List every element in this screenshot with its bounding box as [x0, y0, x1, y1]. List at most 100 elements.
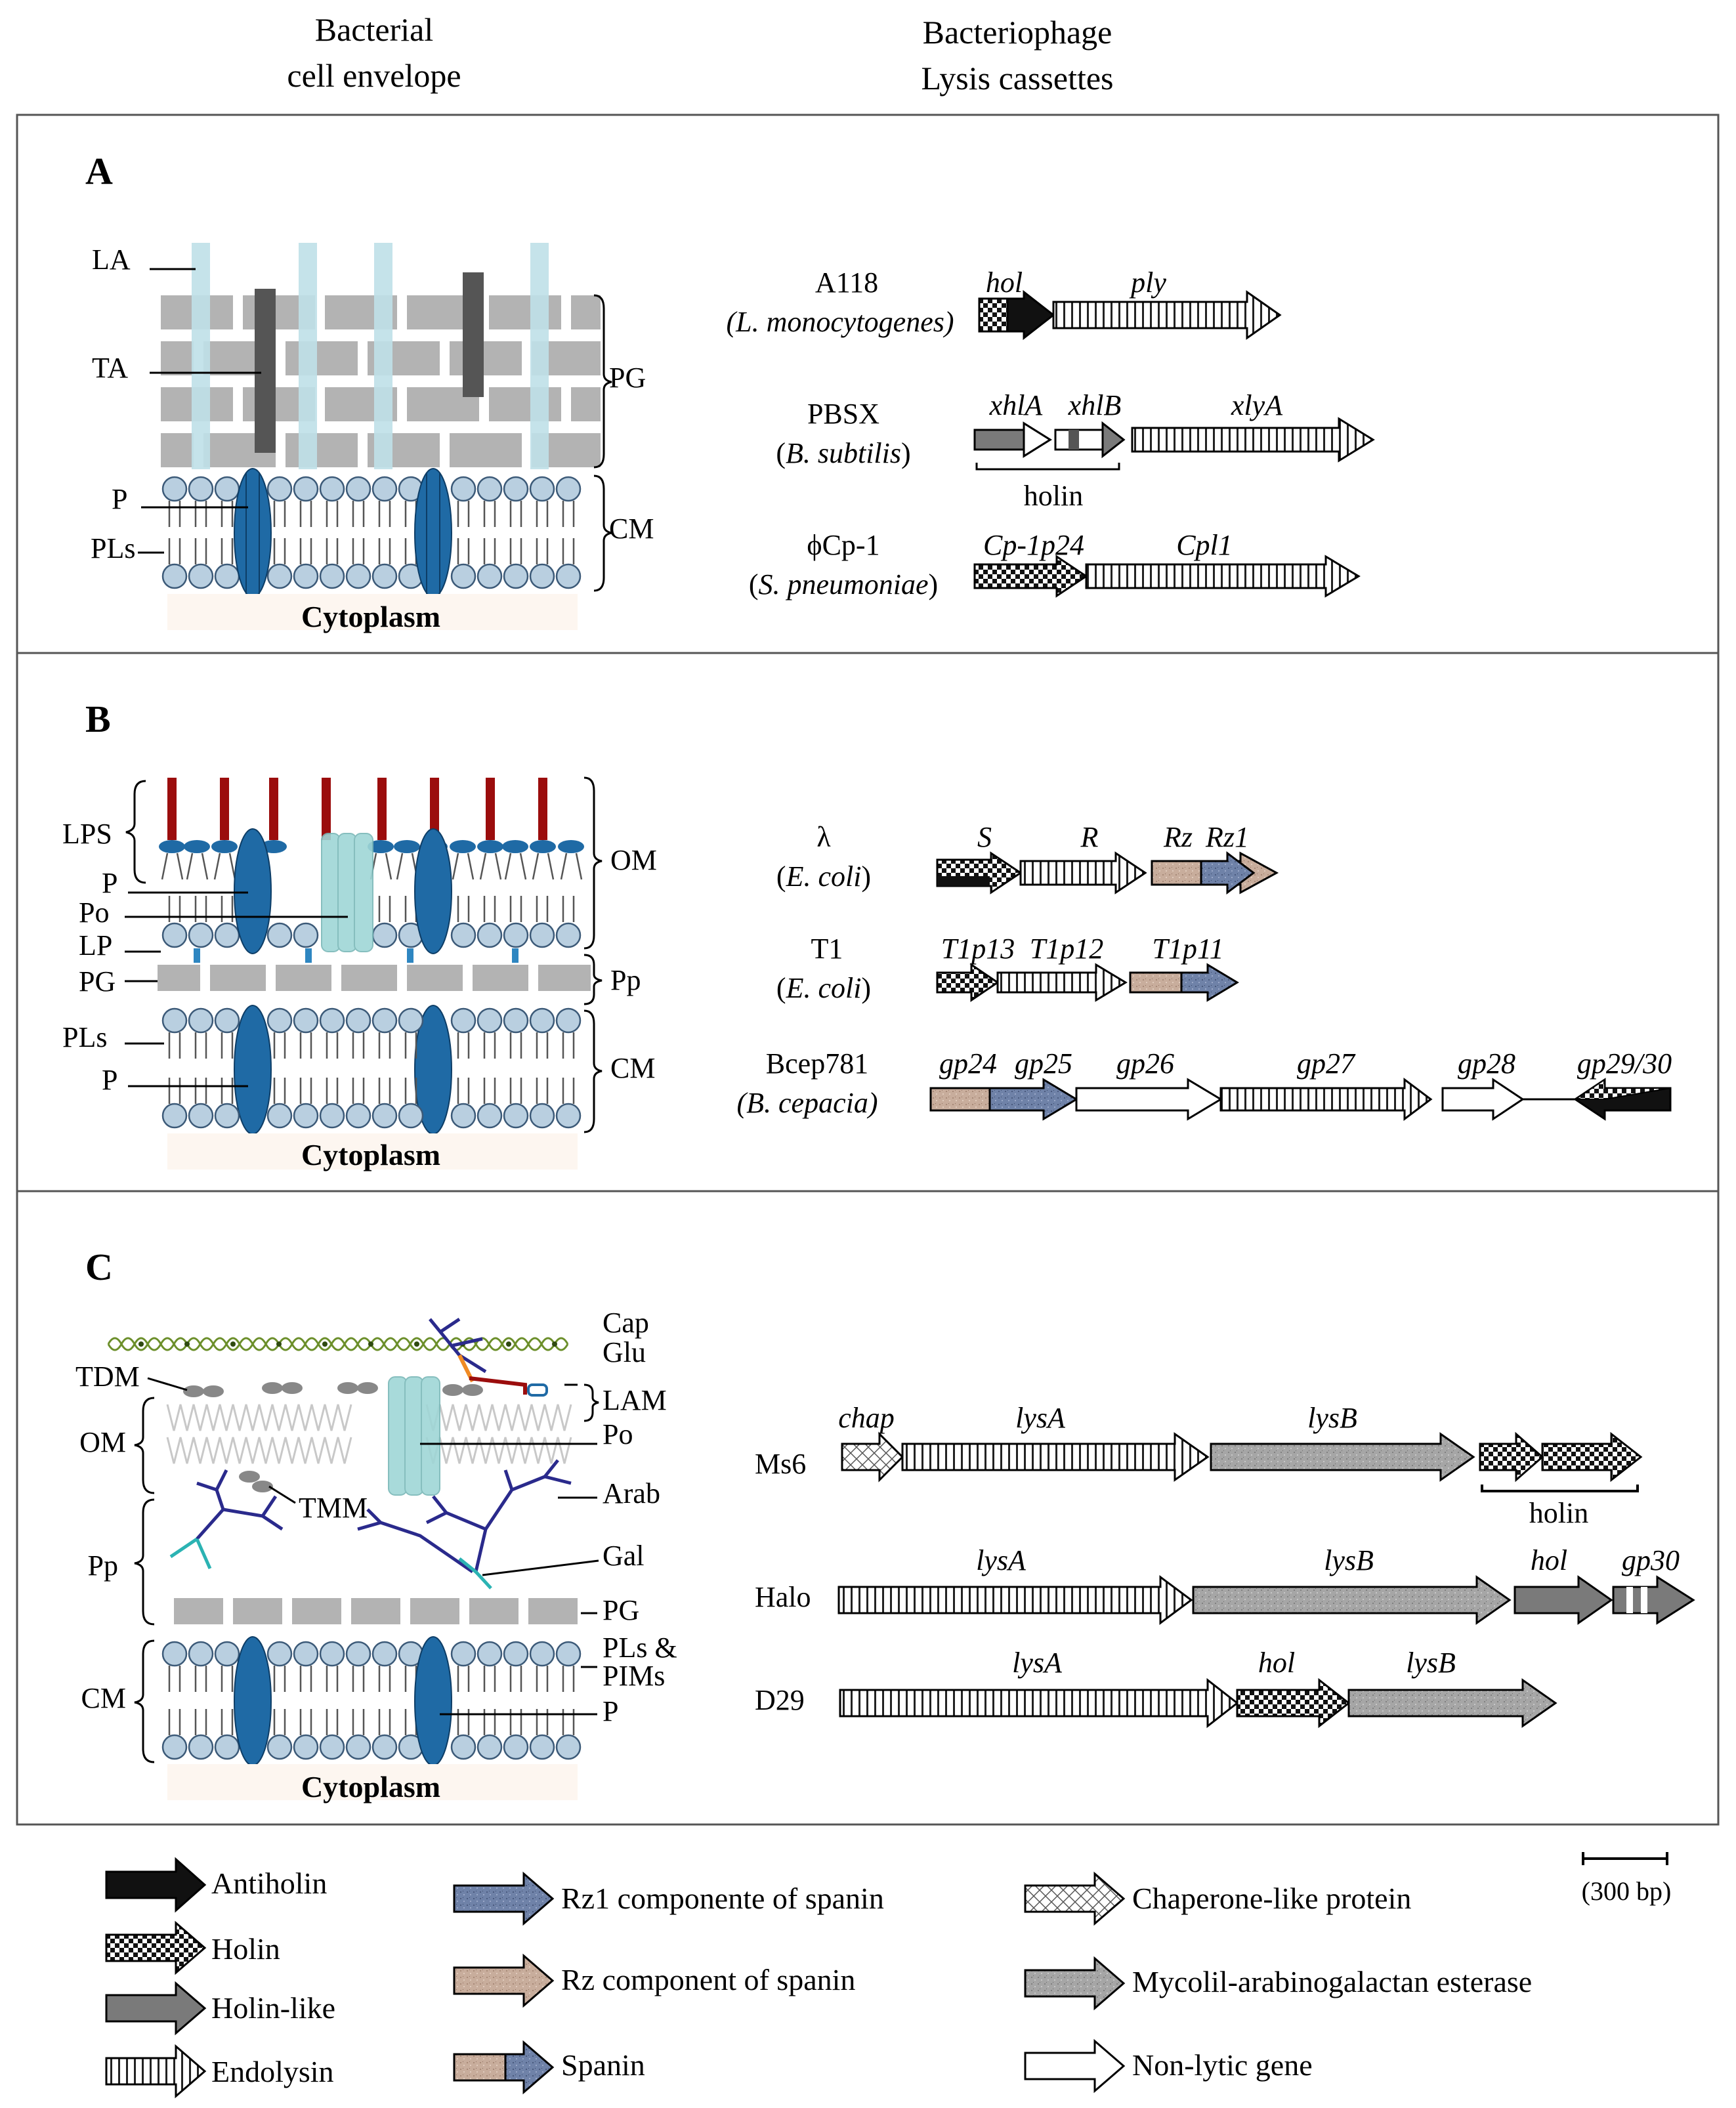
legend-label-rz1: Rz1 componente of spanin	[561, 1882, 884, 1915]
label-pls-pims-2: PIMs	[603, 1660, 665, 1692]
panel-c-cell-envelope: Cytoplasm Cap Glu TDM LAM OM Po TMM Arab…	[75, 1307, 677, 1803]
gene-label-xhlb: xhlB	[1068, 389, 1122, 421]
label-glu: Glu	[603, 1336, 646, 1368]
legend-label-holin-like: Holin-like	[211, 1991, 335, 2025]
header-right-line1: Bacteriophage	[923, 14, 1112, 51]
gene-a118-ply	[1052, 290, 1282, 340]
gene-label-gp30: gp30	[1622, 1544, 1680, 1576]
legend-swatch-rz1	[453, 1871, 555, 1926]
phage-a118-host: (L. monocytogenes)	[726, 306, 954, 338]
legend-label-holin: Holin	[211, 1932, 280, 1966]
label-pp-b: Pp	[610, 964, 641, 996]
gene-d29-lysb	[1347, 1678, 1557, 1728]
panel-a-cytoplasm-band	[167, 594, 578, 630]
phage-cp1-host: (S. pneumoniae)	[749, 568, 938, 601]
phage-d29-name: D29	[755, 1684, 805, 1716]
label-lps: LPS	[62, 818, 112, 850]
phage-bcep781-name: Bcep781	[766, 1047, 868, 1080]
gene-halo-hol	[1514, 1575, 1613, 1625]
legend-label-esterase: Mycolil-arabinogalactan esterase	[1132, 1965, 1532, 1998]
label-tdm: TDM	[75, 1360, 140, 1393]
gene-label-t1p11: T1p11	[1152, 933, 1223, 965]
gene-label-xhla: xhlA	[989, 389, 1044, 421]
gene-gp25	[988, 1078, 1078, 1121]
legend-swatch-antiholin	[105, 1857, 207, 1913]
gene-label-lysb-d29: lysB	[1406, 1647, 1456, 1679]
gene-label-gp24: gp24	[939, 1047, 997, 1080]
phage-halo: Halo lysA lysB hol gp30	[755, 1544, 1695, 1625]
gene-label-s: S	[977, 821, 992, 853]
label-pg-c: PG	[603, 1594, 639, 1626]
gene-halo-gp30	[1612, 1575, 1695, 1625]
label-p2-b: P	[102, 1064, 117, 1096]
gene-ms6-holin2	[1541, 1431, 1643, 1483]
label-pg: PG	[609, 362, 646, 394]
label-cm-a: CM	[609, 513, 654, 545]
panel-b-cell-envelope: Cytoplasm LPS P Po LP PG PLs P OM Pp CM	[62, 776, 657, 1171]
gene-halo-lysa	[837, 1575, 1193, 1625]
label-pls-b: PLs	[62, 1021, 107, 1053]
gene-halo-lysb	[1192, 1575, 1512, 1625]
gene-ms6-holin1	[1479, 1431, 1544, 1483]
phage-d29: D29 lysA hol lysB	[755, 1647, 1557, 1729]
gene-label-lysa-d29: lysA	[1012, 1647, 1063, 1679]
panel-b-letter: B	[85, 698, 111, 740]
pbsx-holin-label: holin	[1024, 480, 1083, 512]
gene-d29-lysa	[839, 1677, 1239, 1729]
gene-cp1p24	[973, 555, 1088, 598]
legend-swatch-rz	[453, 1953, 555, 2008]
gene-ms6-lysa	[901, 1432, 1210, 1482]
phage-pbsx-name: PBSX	[807, 398, 879, 430]
gene-label-cpl1: Cpl1	[1176, 529, 1233, 561]
phage-a118: A118 (L. monocytogenes) hol ply	[726, 266, 1282, 341]
scale-bar-label: (300 bp)	[1582, 1876, 1672, 1906]
gene-label-lysb-ms6: lysB	[1307, 1402, 1357, 1434]
phage-pbsx-host: (B. subtilis)	[776, 437, 910, 469]
label-po-c: Po	[603, 1418, 633, 1450]
panel-c-cytoplasm-label: Cytoplasm	[301, 1770, 440, 1803]
label-lam: LAM	[603, 1384, 667, 1416]
legend-swatch-chaperone	[1024, 1871, 1126, 1926]
gene-label-gp26: gp26	[1116, 1047, 1174, 1080]
panel-a-letter: A	[85, 150, 113, 192]
label-tmm: TMM	[299, 1492, 368, 1524]
label-om-b: OM	[610, 844, 657, 876]
gene-label-lysa-ms6: lysA	[1015, 1402, 1066, 1434]
phage-bcep781: Bcep781 (B. cepacia) gp24 gp25 gp26 gp27…	[736, 1047, 1672, 1121]
panel-b-cytoplasm-label: Cytoplasm	[301, 1138, 440, 1171]
phage-ms6: Ms6 chap lysA lysB holin	[755, 1402, 1643, 1529]
ms6-holin-label: holin	[1529, 1497, 1588, 1529]
label-p: P	[112, 483, 127, 515]
label-cap: Cap	[603, 1307, 649, 1339]
phage-t1-host: (E. coli)	[776, 972, 871, 1004]
gene-cpl1	[1085, 555, 1361, 598]
label-om-c: OM	[79, 1426, 126, 1458]
phage-t1: T1 (E. coli) T1p13 T1p12 T1p11	[776, 933, 1239, 1004]
legend-label-endolysin: Endolysin	[211, 2055, 334, 2088]
panel-c-letter: C	[85, 1246, 113, 1288]
legend-label-spanin: Spanin	[561, 2048, 645, 2082]
gene-d29-hol	[1236, 1677, 1351, 1729]
legend-label-chaperone: Chaperone-like protein	[1132, 1882, 1411, 1915]
gene-label-lysa-halo: lysA	[976, 1544, 1027, 1576]
panel-a-membrane	[161, 468, 582, 598]
label-pls-pims-1: PLs &	[603, 1632, 677, 1664]
gene-label-lysb-halo: lysB	[1324, 1544, 1374, 1576]
phage-lambda: λ (E. coli) S R Rz Rz1	[776, 821, 1279, 895]
gene-gp26	[1075, 1078, 1223, 1121]
gene-label-gp28: gp28	[1458, 1047, 1515, 1080]
phage-cp1-name: ϕCp-1	[807, 529, 879, 561]
legend-label-antiholin: Antiholin	[211, 1866, 327, 1900]
phage-bcep781-host: (B. cepacia)	[736, 1087, 878, 1119]
label-ta: TA	[92, 352, 128, 384]
gene-label-cp1p24: Cp-1p24	[983, 529, 1084, 561]
phage-ms6-name: Ms6	[755, 1448, 806, 1480]
legend-label-nonlytic: Non-lytic gene	[1132, 2048, 1313, 2082]
gene-ms6-chap	[841, 1431, 904, 1483]
phage-lambda-host: (E. coli)	[776, 860, 871, 893]
panel-c-frame	[16, 1190, 1720, 1826]
gene-label-rz: Rz	[1163, 821, 1193, 853]
gene-label-chap: chap	[838, 1402, 895, 1434]
panel-a-cell-envelope: Cytoplasm LA TA P PLs PG CM	[91, 243, 654, 633]
